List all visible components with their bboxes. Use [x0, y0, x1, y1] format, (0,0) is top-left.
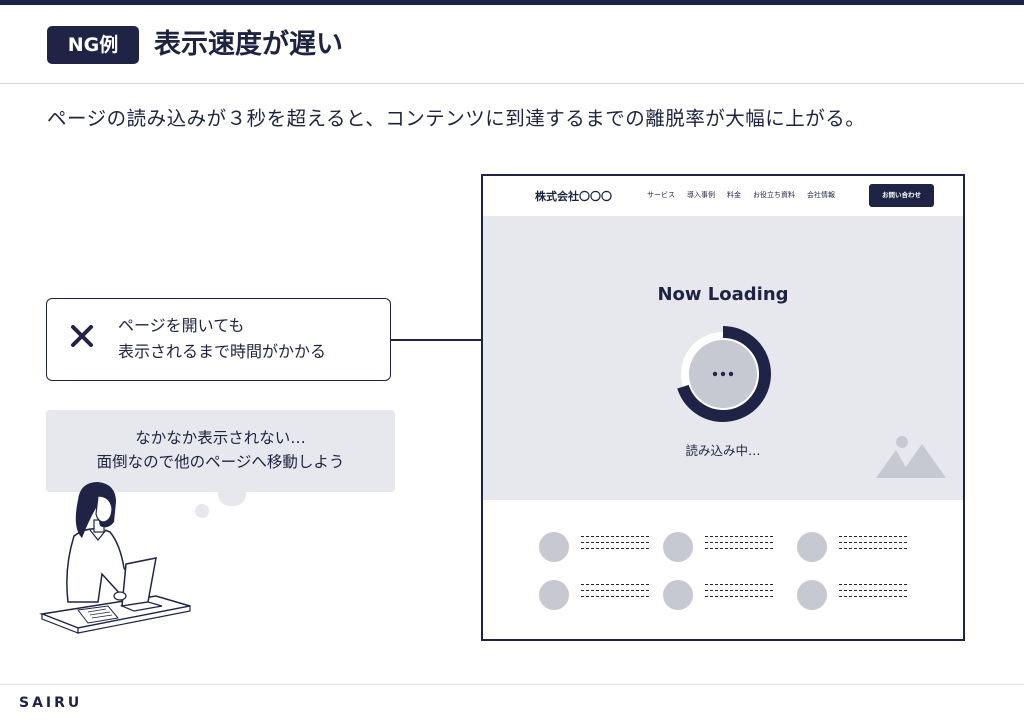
placeholder-avatar: [539, 532, 569, 562]
nav-link-pricing[interactable]: 料金: [727, 191, 741, 199]
placeholder-text-lines: [581, 584, 649, 602]
ng-badge: NG例: [47, 26, 139, 64]
loading-title: Now Loading: [657, 284, 789, 305]
mock-website-window: 株式会社〇〇〇 サービス 導入事例 料金 お役立ち資料 会社情報 お問い合わせ …: [481, 174, 965, 641]
footer-logo: SAIRU: [19, 695, 83, 711]
placeholder-text-lines: [839, 584, 907, 602]
contact-button[interactable]: お問い合わせ: [869, 184, 934, 207]
top-accent-bar: [0, 0, 1024, 5]
bubble-dot: [195, 504, 209, 518]
ng-callout-line: ページを開いても: [118, 316, 245, 335]
placeholder-avatar: [797, 532, 827, 562]
thought-bubble: なかなか表示されない… 面倒なので他のページへ移動しよう: [46, 410, 395, 492]
lead-text: ページの読み込みが３秒を超えると、コンテンツに到達するまでの離脱率が大幅に上がる…: [47, 107, 866, 130]
nav-link-case-studies[interactable]: 導入事例: [687, 191, 715, 199]
loading-hero: Now Loading 読み込み中…: [483, 216, 963, 500]
placeholder-text-lines: [839, 536, 907, 554]
ellipsis-icon: [712, 371, 734, 377]
placeholder-text-lines: [705, 584, 773, 602]
thought-line: なかなか表示されない…: [135, 429, 306, 447]
x-icon: [71, 325, 93, 347]
image-placeholder-icon: [876, 436, 946, 478]
placeholder-avatar: [539, 580, 569, 610]
nav-link-company[interactable]: 会社情報: [807, 191, 835, 199]
mock-site-nav-links: サービス 導入事例 料金 お役立ち資料 会社情報: [647, 190, 835, 200]
mock-site-brand: 株式会社〇〇〇: [535, 190, 612, 203]
nav-link-service[interactable]: サービス: [647, 191, 675, 199]
person-at-laptop-illustration: [39, 482, 191, 634]
bubble-tail: [218, 488, 246, 506]
ng-callout-line: 表示されるまで時間がかかる: [118, 342, 327, 361]
loading-status-text: 読み込み中…: [685, 443, 761, 458]
placeholder-text-lines: [581, 536, 649, 554]
ng-callout: ページを開いても 表示されるまで時間がかかる: [46, 298, 391, 381]
thought-line: 面倒なので他のページへ移動しよう: [96, 453, 345, 471]
placeholder-text-lines: [705, 536, 773, 554]
loading-progress-ring: [675, 326, 771, 422]
page-title: 表示速度が遅い: [154, 29, 343, 60]
nav-link-resources[interactable]: お役立ち資料: [753, 191, 795, 199]
placeholder-avatar: [663, 580, 693, 610]
mock-site-navbar: 株式会社〇〇〇 サービス 導入事例 料金 お役立ち資料 会社情報 お問い合わせ: [483, 176, 963, 216]
placeholder-avatar: [663, 532, 693, 562]
header-divider: [0, 83, 1024, 84]
footer-divider: [0, 684, 1024, 685]
placeholder-avatar: [797, 580, 827, 610]
